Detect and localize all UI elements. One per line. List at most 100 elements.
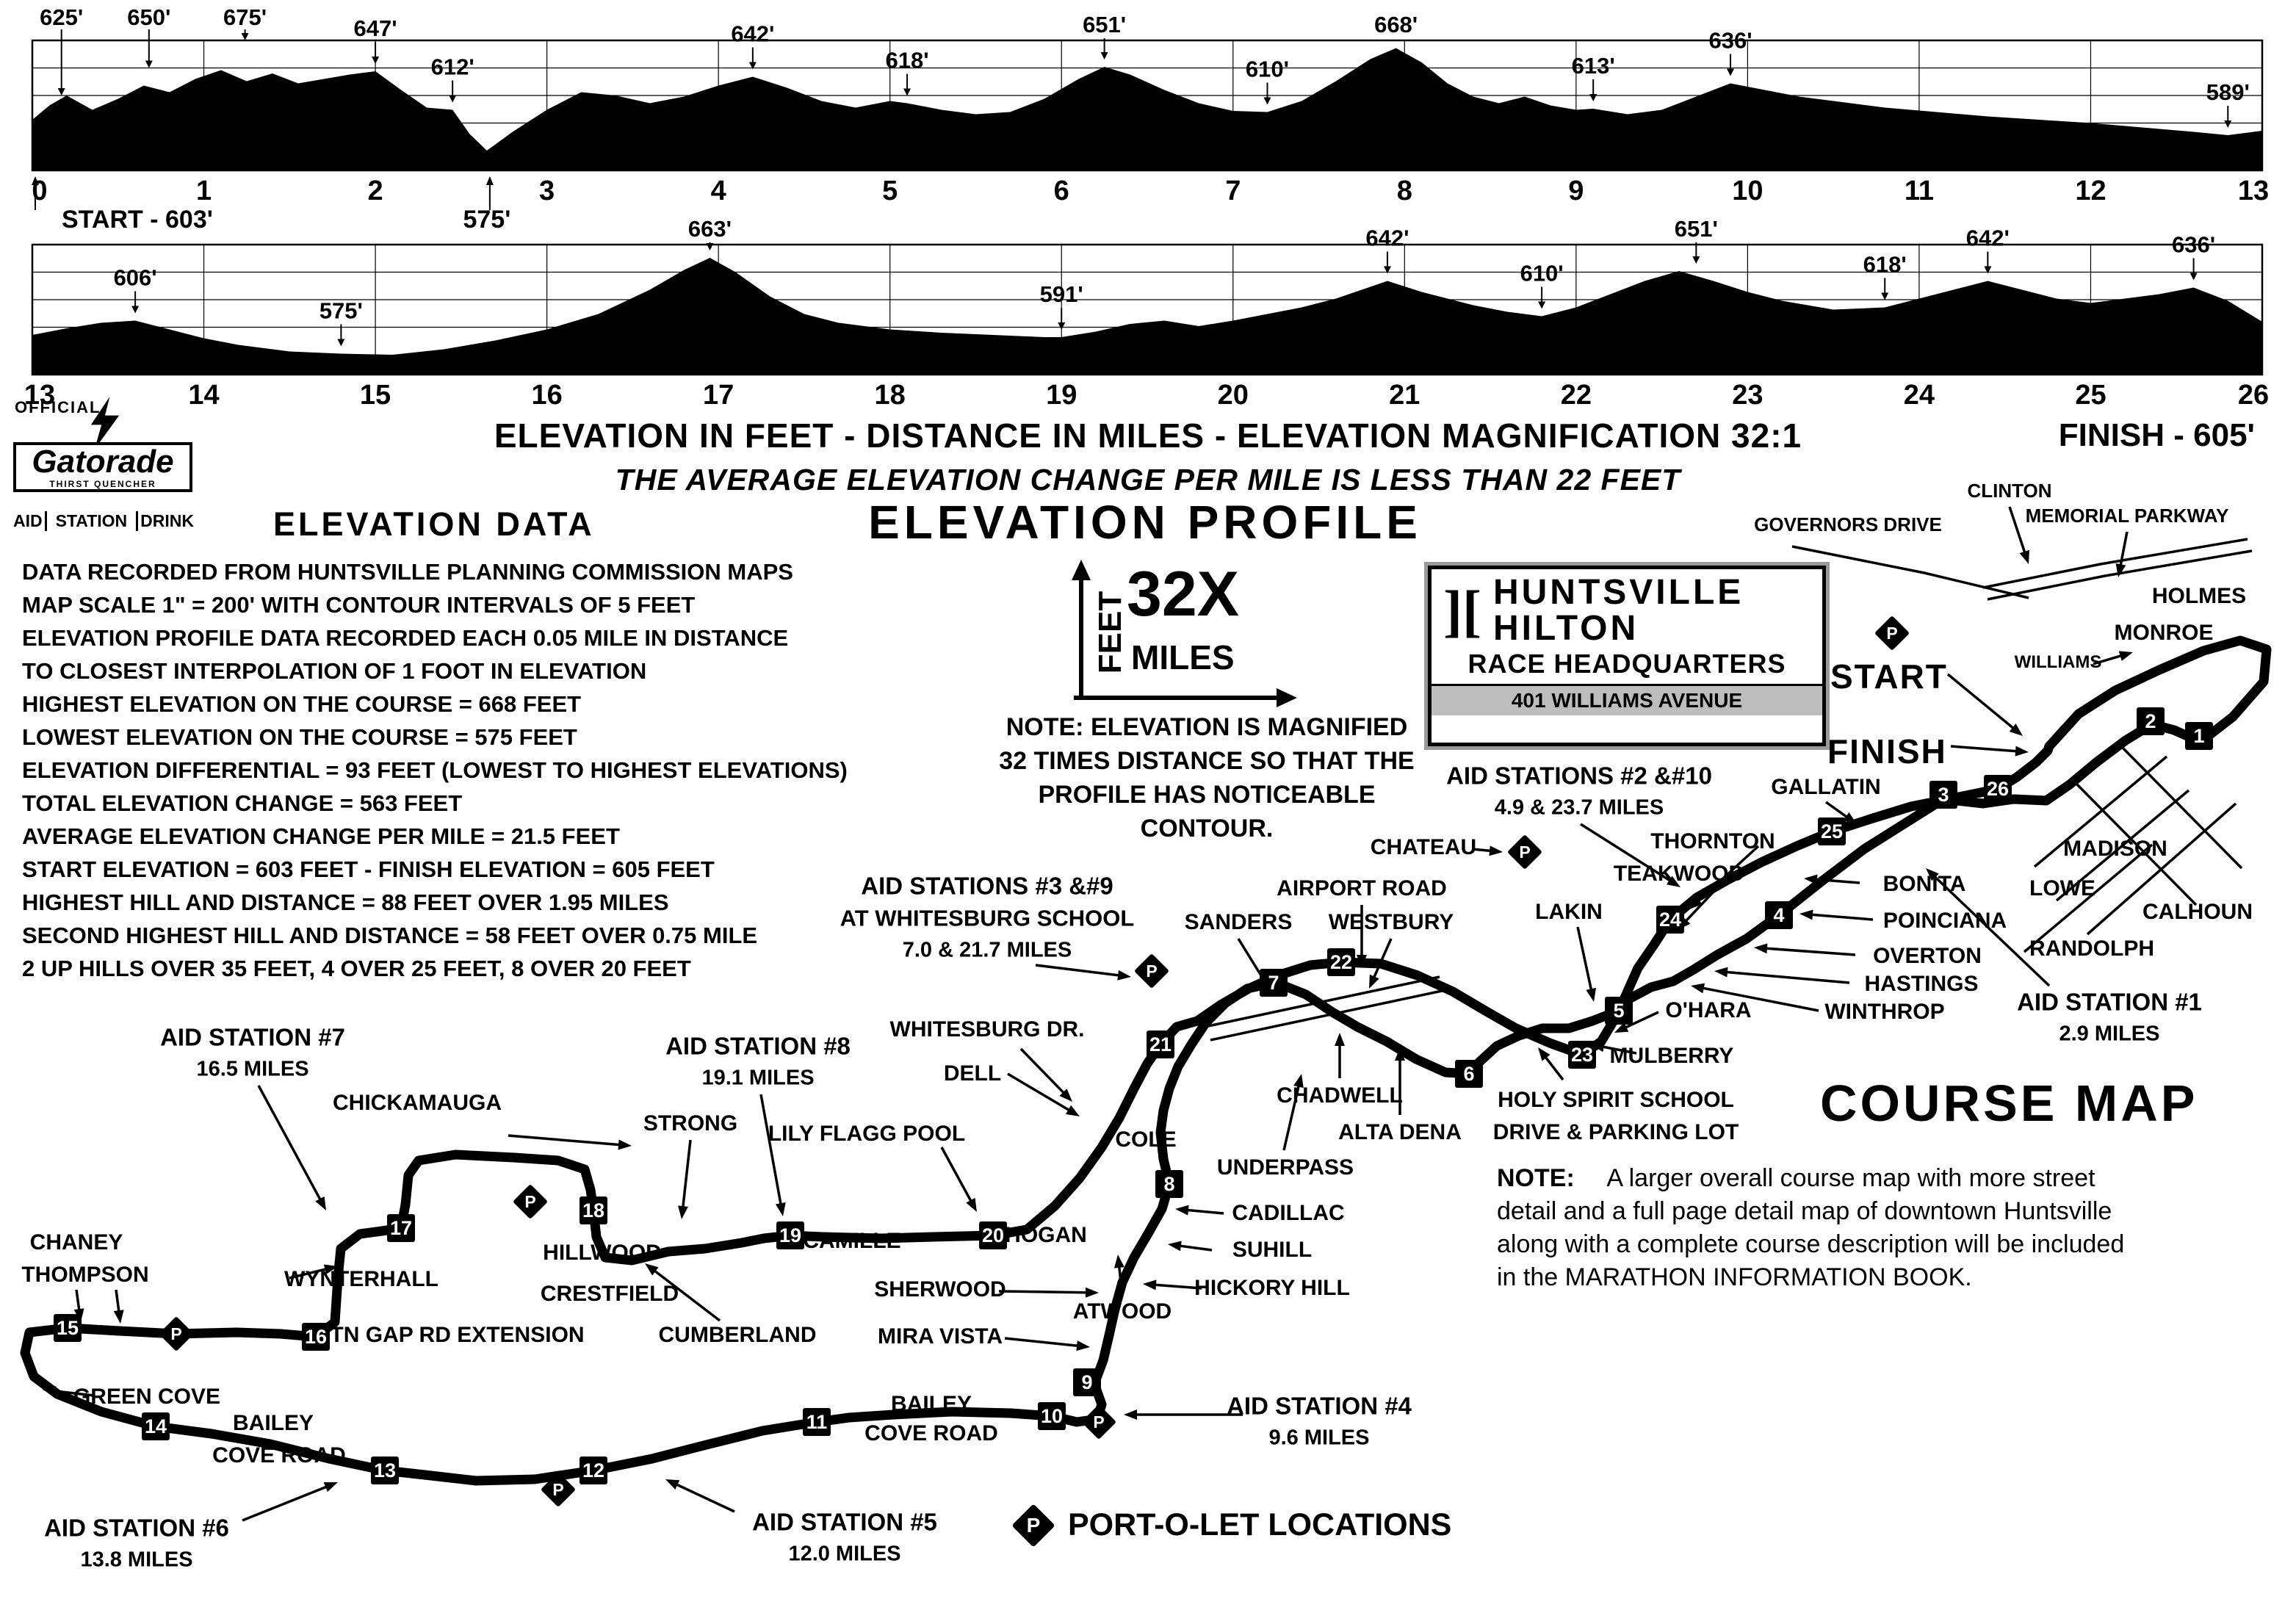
map-label-drive-parking-lot: DRIVE & PARKING LOT — [1492, 1120, 1739, 1144]
elevation-data-line: LOWEST ELEVATION ON THE COURSE = 575 FEE… — [22, 724, 577, 750]
mile-marker-25: 25 — [1818, 817, 1846, 845]
note-line: ELEVATION IS MAGNIFIED — [1090, 713, 1408, 741]
map-label-underpass: UNDERPASS — [1216, 1155, 1354, 1180]
mile-marker-2: 2 — [2137, 707, 2165, 735]
note-line: A larger overall course map with more st… — [1606, 1164, 2095, 1192]
mile-number: 21 — [1389, 380, 1420, 411]
mile-number: 23 — [1732, 380, 1763, 411]
gridline-value-label: 675' — [223, 7, 267, 30]
leader-arrow-mulberry — [1598, 1044, 1637, 1055]
leader-arrow-sanders — [1237, 938, 1267, 983]
mile-number: 12 — [2075, 176, 2106, 206]
leader-arrowhead-winthrop — [1691, 983, 1705, 994]
leader-arrow-suhill — [1174, 1244, 1213, 1252]
map-label-holmes: HOLMES — [2151, 584, 2247, 608]
mile-marker-16: 16 — [302, 1323, 330, 1351]
leader-arrowhead-bonita — [1804, 874, 1818, 885]
leader-arrow-aid-stations-3-9 — [1035, 964, 1124, 978]
leader-arrow-aid-station-8 — [759, 1094, 783, 1210]
elevation-point-label: 589' — [2206, 79, 2250, 105]
elevation-point-label: 663' — [688, 216, 732, 242]
mile-marker-24: 24 — [1656, 906, 1684, 934]
street-line — [1982, 538, 2248, 589]
elevation-point-label: 606' — [114, 265, 157, 291]
mile-marker-15: 15 — [54, 1314, 82, 1342]
map-label-randolph: RANDOLPH — [2029, 936, 2154, 961]
map-label-poinciana: POINCIANA — [1882, 909, 2007, 933]
leader-arrow-hastings — [1721, 970, 1850, 984]
elevation-data-line: AVERAGE ELEVATION CHANGE PER MILE = 21.5… — [22, 823, 620, 849]
elevation-profile-heading: ELEVATION PROFILE — [868, 496, 1422, 549]
leader-arrow-chickamauga — [508, 1134, 625, 1147]
map-label-hastings: HASTINGS — [1864, 972, 1979, 996]
label-arrowhead — [337, 339, 345, 347]
mile-marker-19: 19 — [776, 1221, 804, 1249]
leader-arrow-williams — [2093, 653, 2126, 665]
map-label-strong: STRONG — [643, 1111, 738, 1136]
elevation-point-label: 610' — [1520, 261, 1564, 286]
race-headquarters-label: RACE HEADQUARTERS — [1468, 648, 1786, 679]
lightning-bolt-icon — [90, 397, 120, 450]
gatorade-brand-box: Gatorade THIRST QUENCHER — [13, 442, 192, 493]
leader-arrowhead-chickamauga — [618, 1139, 632, 1150]
label-arrowhead — [145, 60, 153, 68]
map-label-16-5-miles: 16.5 MILES — [196, 1057, 309, 1081]
map-label-lakin: LAKIN — [1535, 900, 1603, 924]
leader-arrowhead-lakin — [1586, 987, 1597, 1002]
mile-number: 16 — [531, 380, 562, 411]
elevation-data-line: SECOND HIGHEST HILL AND DISTANCE = 58 FE… — [22, 923, 758, 948]
mile-marker-13: 13 — [371, 1457, 399, 1484]
map-label-lowe: LOWE — [2029, 876, 2095, 900]
magnification-axes-arrows — [1072, 560, 1297, 707]
mile-number: 14 — [188, 380, 219, 411]
leader-arrow-dell — [1007, 1072, 1075, 1114]
leader-arrow-chaney — [75, 1289, 82, 1315]
finish-elevation-label: FINISH - 605' — [2058, 417, 2255, 453]
leader-arrow-winthrop — [1697, 986, 1819, 1012]
street-line — [2055, 789, 2190, 902]
leader-arrowhead-underpass — [1293, 1074, 1304, 1089]
hilton-logo: ][ — [1443, 578, 1481, 643]
leader-arrowhead-mira-vista — [1076, 1340, 1090, 1351]
portolet-icon: P — [1011, 1503, 1055, 1548]
leader-arrowhead-thornton — [1689, 896, 1703, 909]
leader-arrowhead-suhill — [1168, 1241, 1182, 1252]
leader-arrowhead-airport-road — [1357, 955, 1367, 968]
map-label-camille: CAMILLE — [803, 1229, 901, 1253]
leader-arrow-teakwood — [1681, 877, 1728, 925]
course-map-note: NOTE: A larger overall course map with m… — [1497, 1162, 2290, 1294]
mile-number: 10 — [1732, 176, 1763, 206]
portolet-marker-3: P — [1133, 953, 1170, 989]
label-arrowhead — [748, 62, 757, 70]
hq-hotel: HILTON — [1492, 608, 1639, 648]
leader-arrow-atwood — [1117, 1261, 1124, 1296]
label-arrowhead — [57, 88, 65, 95]
portolet-marker-6: P — [540, 1471, 577, 1508]
leader-arrowhead-aid-station-5 — [665, 1479, 680, 1490]
portolet-marker-1: P — [1874, 615, 1910, 651]
portolet-marker-7: P — [1080, 1404, 1117, 1440]
mile-number: 25 — [2075, 380, 2106, 411]
hq-city: HUNTSVILLE — [1492, 573, 1744, 612]
leader-arrow-underpass — [1282, 1080, 1302, 1151]
map-label-alta-dena: ALTA DENA — [1338, 1120, 1462, 1144]
hilton-name-row: ][ HUNTSVILLE HILTON — [1432, 569, 1822, 647]
elevation-point-label: 613' — [1572, 53, 1615, 79]
leader-arrow-thompson — [115, 1289, 121, 1317]
map-label-aid-station-1: AID STATION #1 — [2017, 988, 2202, 1016]
mile-number: 15 — [360, 380, 391, 411]
elevation-data-list: DATA RECORDED FROM HUNTSVILLE PLANNING C… — [22, 555, 848, 985]
map-label-whitesburg-dr: WHITESBURG DR. — [889, 1017, 1085, 1042]
leader-arrowhead-strong — [678, 1205, 688, 1219]
map-label-sanders: SANDERS — [1184, 910, 1293, 934]
mile-marker-21: 21 — [1147, 1030, 1174, 1058]
leader-arrow-thornton — [1694, 845, 1760, 906]
leader-arrow-aid-stations-2-10 — [1580, 823, 1675, 885]
map-label-monroe: MONROE — [2114, 621, 2214, 645]
elevation-data-line: MAP SCALE 1" = 200' WITH CONTOUR INTERVA… — [22, 592, 696, 618]
leader-arrow-green-cove — [49, 1389, 95, 1397]
leader-arrowhead-clinton — [2019, 549, 2029, 564]
label-arrowhead — [241, 33, 249, 40]
portolet-legend: P PORT-O-LET LOCATIONS — [1011, 1503, 1451, 1548]
map-label-2-9-miles: 2.9 MILES — [2059, 1022, 2160, 1046]
